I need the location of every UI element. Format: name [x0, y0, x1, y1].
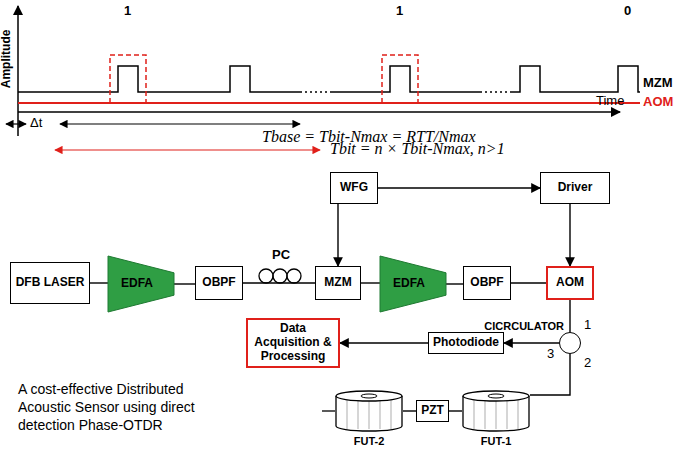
- component-label: PC: [272, 248, 290, 263]
- spool-winding: [369, 400, 370, 429]
- spool-winding: [518, 400, 519, 429]
- driver-box: Driver: [540, 172, 610, 204]
- fiber-spool: FUT-2: [335, 390, 403, 432]
- fiber-connector: [90, 282, 108, 283]
- signal-name: MZM: [643, 76, 673, 91]
- spool-winding: [474, 400, 475, 429]
- node-text: Driver: [558, 181, 593, 195]
- amplifier-symbol: EDFA: [108, 256, 174, 312]
- node-text: WFG: [340, 181, 368, 195]
- fiber-connector: [504, 342, 559, 343]
- node-text: Data Acquisition & Processing: [248, 322, 338, 363]
- fiber-connector: [340, 342, 428, 343]
- port-number: 1: [584, 318, 591, 333]
- amplifier-shape: [380, 256, 446, 312]
- fiber-connector: [511, 282, 546, 283]
- node-text: DFB LASER: [16, 276, 85, 290]
- spool-winding: [485, 400, 486, 429]
- spool-hub: [488, 394, 504, 398]
- fiber-connector: [446, 283, 463, 284]
- modulator-box: AOM: [546, 266, 594, 300]
- mzm-signal-gap: [480, 91, 510, 93]
- mzm-signal: [18, 66, 300, 92]
- filter-box: OBPF: [463, 266, 511, 300]
- fiber-connector: [243, 282, 315, 283]
- port-number: 3: [547, 347, 554, 362]
- pc-loop: [259, 269, 273, 283]
- node-text: EDFA: [121, 277, 153, 291]
- node-text: AOM: [556, 276, 584, 290]
- tbase-arrow: [60, 123, 300, 124]
- fiber-connector: [449, 410, 462, 411]
- mzm-signal-gap: [300, 91, 330, 93]
- laser-box: DFB LASER: [10, 262, 90, 304]
- mzm-signal: [510, 66, 640, 92]
- bit-value: 0: [624, 4, 631, 19]
- spool-winding: [380, 400, 381, 429]
- node-text: FUT-1: [462, 435, 530, 448]
- amplifier-shape: [108, 256, 174, 312]
- delta-t-arrow: [6, 123, 26, 124]
- time-axis: [18, 111, 620, 113]
- spool-shape: [462, 390, 530, 432]
- spool-shape: [335, 390, 403, 432]
- spool-winding: [496, 400, 497, 429]
- aom-gate: [110, 55, 146, 103]
- fiber-connector: [174, 283, 195, 284]
- fiber-spool: FUT-1: [462, 390, 530, 432]
- fiber-connector: [378, 187, 540, 188]
- node-text: OBPF: [202, 276, 235, 290]
- node-text: EDFA: [393, 277, 425, 291]
- node-text: OBPF: [470, 276, 503, 290]
- axis-label: Amplitude: [0, 24, 14, 94]
- node-text: PZT: [421, 404, 444, 418]
- mzm-signal: [330, 66, 480, 92]
- circulator-symbol: CICRCULATOR: [559, 332, 581, 354]
- port-number: 2: [584, 356, 591, 371]
- spool-winding: [347, 400, 348, 429]
- detector-box: Photodiode: [428, 332, 504, 354]
- bit-value: 1: [396, 4, 403, 19]
- amplifier-symbol: EDFA: [380, 256, 446, 312]
- pc-loop: [287, 269, 301, 283]
- polarization-controller: [259, 269, 301, 283]
- period-formula: Tbit = n × Tbit-Nmax, n>1: [330, 140, 505, 158]
- signal-name: AOM: [643, 95, 673, 110]
- fiber-lead: [322, 410, 335, 411]
- aom-gate: [382, 55, 418, 103]
- filter-box: OBPF: [195, 266, 243, 300]
- amplitude-axis: [17, 6, 19, 136]
- pzt-box: PZT: [416, 400, 449, 422]
- spool-winding: [507, 400, 508, 429]
- spool-top: [463, 391, 529, 401]
- spool-winding: [391, 400, 392, 429]
- processing-box: Data Acquisition & Processing: [246, 318, 340, 368]
- fiber-connector: [569, 204, 570, 266]
- fiber-connector: [403, 410, 416, 411]
- node-text: MZM: [324, 276, 351, 290]
- modulator-box: MZM: [315, 266, 361, 300]
- axis-label: Time: [596, 94, 624, 109]
- pc-loop: [273, 269, 287, 283]
- generator-box: WFG: [330, 172, 378, 204]
- spool-top: [336, 391, 402, 401]
- description-note: A cost-effective Distributed Acoustic Se…: [18, 380, 218, 435]
- fiber-connector: [337, 204, 338, 266]
- bit-value: 1: [124, 4, 131, 19]
- spool-winding: [358, 400, 359, 429]
- time-offset: Δt: [30, 116, 42, 131]
- tbit-arrow: [55, 149, 320, 150]
- aom-signal: [18, 102, 640, 104]
- node-text: Photodiode: [433, 336, 499, 350]
- fiber-connector: [361, 282, 380, 283]
- fiber-connector: [569, 300, 570, 332]
- node-text: FUT-2: [335, 435, 403, 448]
- spool-hub: [361, 394, 377, 398]
